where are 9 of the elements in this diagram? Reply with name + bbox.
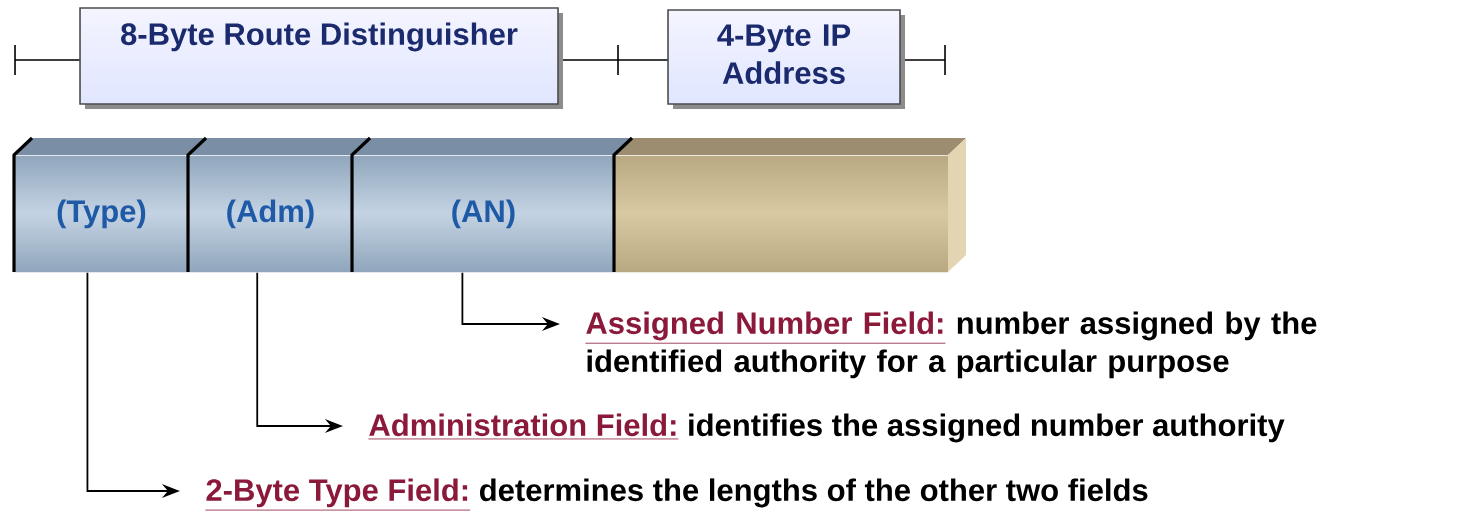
field-box: 8-Byte Route Distinguisher (79, 7, 563, 109)
field-description: Assigned Number Field: number assigned by the identified authority for a particular purpose (585, 311, 1317, 379)
address-segment: (Adm) (186, 136, 370, 273)
address-segment: (Type) (12, 136, 206, 273)
field-description: 2-Byte Type Field: determines the lengths of the other two fields (205, 478, 1148, 511)
address-segment (612, 136, 966, 273)
field-description: Administration Field: identifies the assigned number authority (368, 413, 1285, 443)
address-segment: (AN) (350, 136, 632, 273)
field-box: 4-Byte IP Address (667, 9, 905, 109)
